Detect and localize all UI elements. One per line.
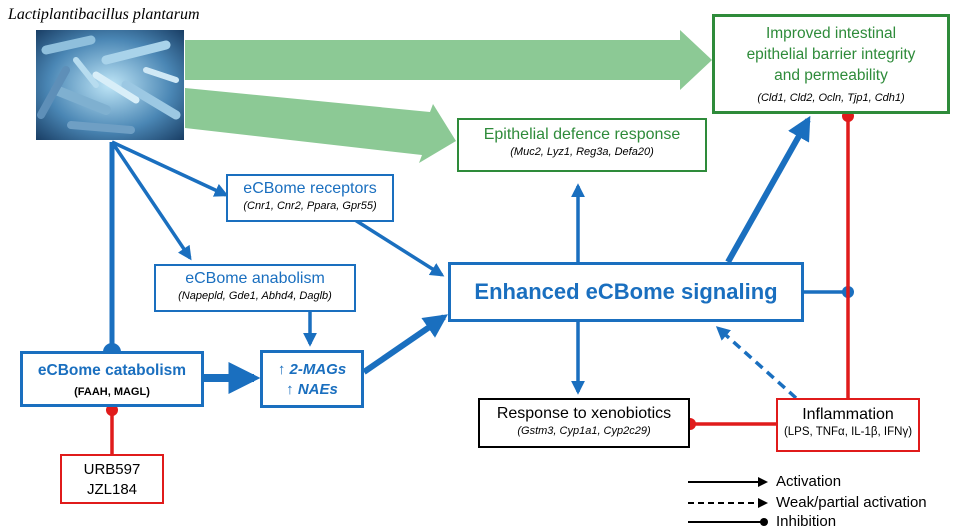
epithelial-defence-box: Epithelial defence response (Muc2, Lyz1,…	[457, 118, 707, 172]
mediators-box: ↑ 2-MAGs ↑ NAEs	[260, 350, 364, 408]
legend-inhibition-label: Inhibition	[776, 513, 837, 530]
inhibitor-drugs-box: URB597 JZL184	[60, 454, 164, 504]
signaling-title: Enhanced eCBome signaling	[474, 279, 778, 304]
defence-genes: (Muc2, Lyz1, Reg3a, Defa20)	[510, 146, 654, 158]
inflammation-box: Inflammation (LPS, TNFα, IL-1β, IFNγ)	[776, 398, 920, 452]
legend-weak-activation-label: Weak/partial activation	[776, 494, 927, 511]
inhibit-dot-catabolism-drug	[106, 404, 118, 416]
receptors-genes: (Cnr1, Cnr2, Ppara, Gpr55)	[243, 200, 377, 212]
mediators-naes: ↑ NAEs	[286, 381, 338, 398]
inhibitor-jzl184: JZL184	[86, 481, 138, 498]
arrow-bacteria-to-barrier	[185, 30, 712, 90]
arrow-signaling-to-barrier	[725, 115, 811, 264]
xenobiotics-response-box: Response to xenobiotics (Gstm3, Cyp1a1, …	[478, 398, 690, 448]
barrier-integrity-box: Improved intestinal epithelial barrier i…	[712, 14, 950, 114]
barrier-title-line2: epithelial barrier integrity	[746, 46, 916, 63]
arrow-bacteria-to-receptors	[111, 140, 229, 197]
bacteria-micrograph-icon	[36, 30, 184, 140]
arrow-receptors-to-signaling	[354, 218, 445, 277]
inflammation-factors: (LPS, TNFα, IL-1β, IFNγ)	[783, 426, 913, 438]
xenobiotics-genes: (Gstm3, Cyp1a1, Cyp2c29)	[517, 425, 651, 437]
arrow-bacteria-to-defence	[185, 88, 456, 163]
weak-arrow-inflammation-to-signaling	[715, 326, 798, 400]
legend-inhibition-dot	[760, 518, 768, 526]
defence-title: Epithelial defence response	[483, 126, 681, 143]
legend-activation-label: Activation	[776, 473, 842, 490]
organism-name: Lactiplantibacillus plantarum	[8, 6, 200, 23]
anabolism-genes: (Napepld, Gde1, Abhd4, Daglb)	[178, 290, 332, 302]
catabolism-title: eCBome catabolism	[37, 362, 187, 379]
inflammation-title: Inflammation	[802, 406, 894, 423]
barrier-title-line3: and permeability	[774, 67, 888, 84]
catabolism-enzymes: (FAAH, MAGL)	[74, 386, 150, 398]
ecbome-receptors-box: eCBome receptors (Cnr1, Cnr2, Ppara, Gpr…	[226, 174, 394, 222]
enhanced-signaling-box: Enhanced eCBome signaling	[448, 262, 804, 322]
arrow-bacteria-to-anabolism	[110, 141, 192, 261]
inhibitor-urb597: URB597	[83, 461, 141, 478]
ecbome-catabolism-box: eCBome catabolism (FAAH, MAGL)	[20, 351, 204, 407]
barrier-genes: (Cld1, Cld2, Ocln, Tjp1, Cdh1)	[757, 92, 905, 104]
mediators-2mags: ↑ 2-MAGs	[277, 361, 347, 378]
anabolism-title: eCBome anabolism	[185, 270, 325, 287]
barrier-title-line1: Improved intestinal	[765, 25, 897, 42]
receptors-title: eCBome receptors	[243, 180, 377, 197]
xenobiotics-title: Response to xenobiotics	[496, 405, 672, 422]
arrow-mediators-to-signaling	[362, 314, 448, 375]
ecbome-anabolism-box: eCBome anabolism (Napepld, Gde1, Abhd4, …	[154, 264, 356, 312]
